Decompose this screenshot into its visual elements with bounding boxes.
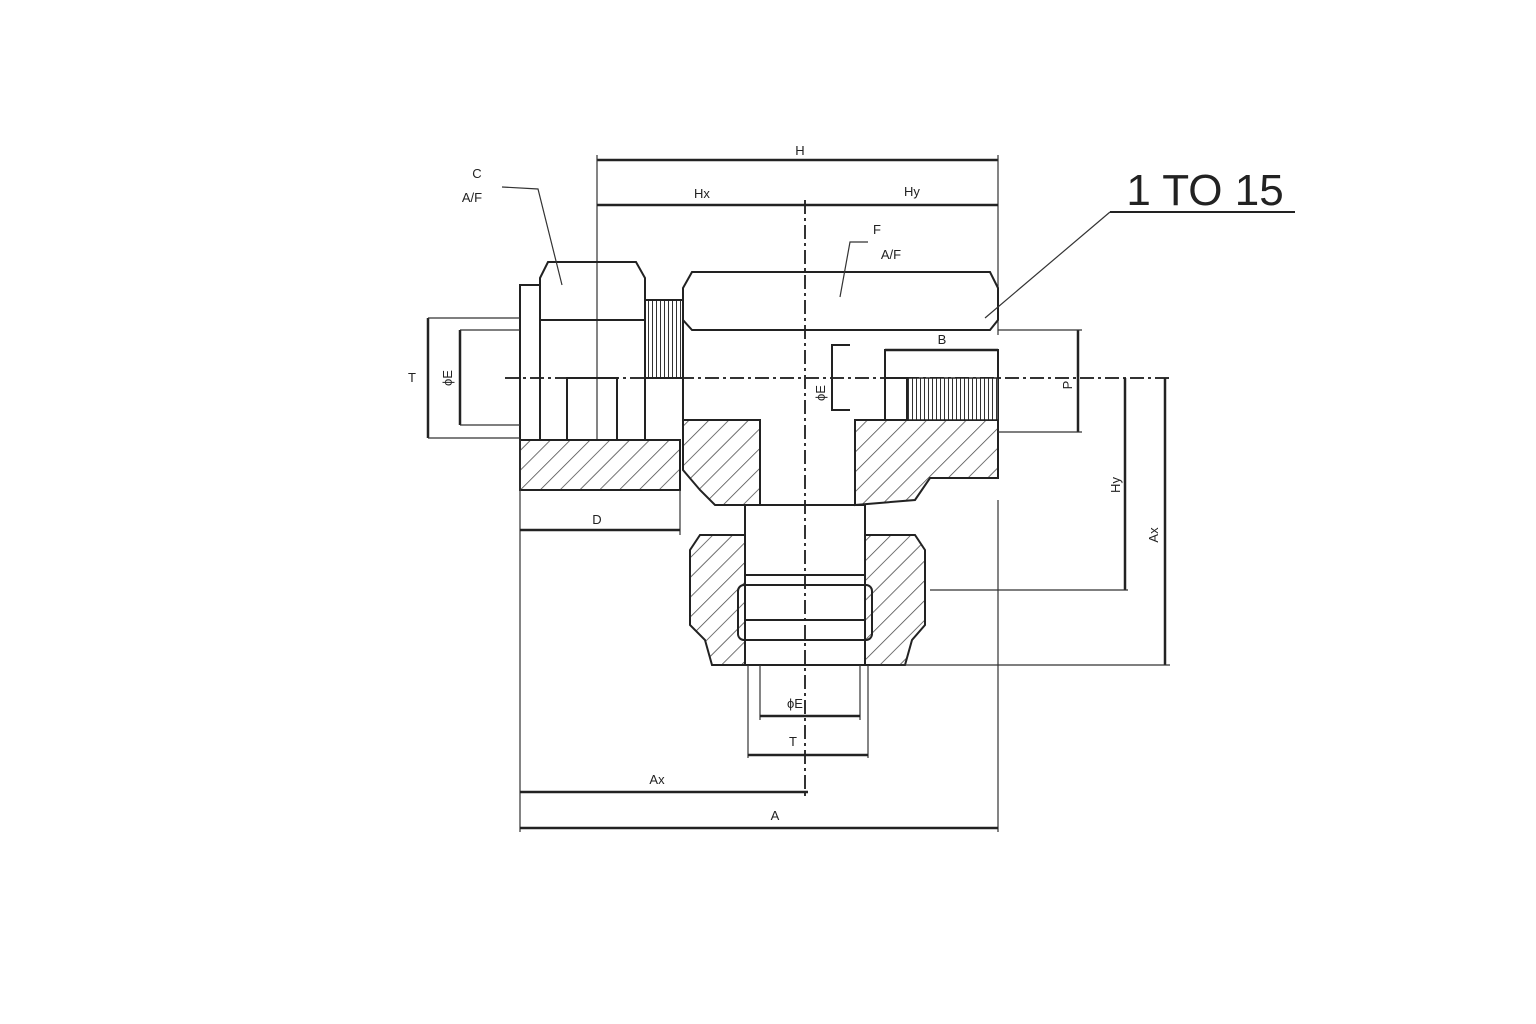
dimension-Ax-right: Ax [870, 378, 1170, 666]
body-section-right [854, 419, 999, 507]
svg-text:1 TO 15: 1 TO 15 [1126, 166, 1283, 215]
dimension-Hy-right: Hy [930, 378, 1128, 591]
svg-text:A/F: A/F [881, 247, 901, 262]
dimension-T-bottom: T [747, 665, 869, 758]
dimension-A: A [520, 808, 998, 830]
right-port [884, 349, 999, 421]
dimension-D: D [520, 512, 680, 532]
svg-text:C: C [472, 166, 481, 181]
svg-text:Ax: Ax [1146, 527, 1161, 543]
dimension-Ax-bottom: Ax [520, 772, 808, 794]
dimension-P: P [998, 329, 1082, 433]
svg-text:A/F: A/F [462, 190, 482, 205]
callout-part-range: 1 TO 15 [984, 166, 1295, 319]
dimension-Hx: Hx [597, 186, 805, 207]
left-nut [519, 261, 681, 491]
bottom-nut [689, 504, 926, 666]
svg-text:A: A [771, 808, 780, 823]
dimension-phiE-mid: ϕE [813, 344, 850, 411]
dimension-T-left: T [408, 317, 520, 439]
callout-C-AF: C A/F [462, 166, 563, 286]
svg-text:F: F [873, 222, 881, 237]
dimension-phiE-bottom: ϕE [759, 665, 861, 720]
svg-text:ϕE: ϕE [787, 696, 803, 711]
svg-text:D: D [592, 512, 601, 527]
svg-text:ϕE: ϕE [813, 385, 828, 401]
svg-text:Hy: Hy [1108, 477, 1123, 493]
svg-text:Ax: Ax [649, 772, 665, 787]
svg-text:P: P [1060, 381, 1075, 390]
svg-text:T: T [408, 370, 416, 385]
dimension-H: H [596, 143, 999, 440]
dimension-B: B [885, 332, 998, 352]
left-thread [644, 299, 684, 379]
svg-text:ϕE: ϕE [440, 370, 455, 386]
svg-text:Hy: Hy [904, 184, 920, 199]
dimension-phiE-left: ϕE [440, 329, 520, 426]
body-section-left [682, 419, 761, 506]
dimension-Hy-top: Hy [805, 184, 998, 207]
svg-text:T: T [789, 734, 797, 749]
svg-text:Hx: Hx [694, 186, 710, 201]
callout-F-AF: F A/F [839, 222, 901, 298]
body-hex [682, 271, 999, 331]
svg-text:H: H [795, 143, 804, 158]
svg-text:B: B [938, 332, 947, 347]
